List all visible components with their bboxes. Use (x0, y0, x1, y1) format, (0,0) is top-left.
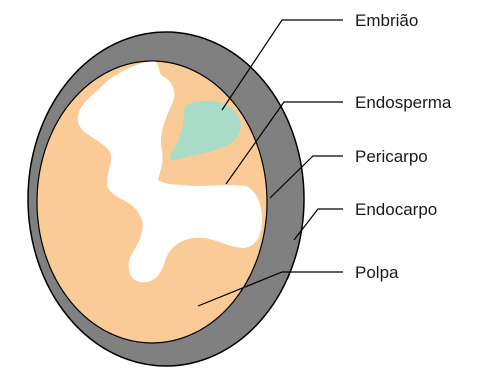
label-endosperma: Endosperma (355, 93, 452, 112)
label-endocarpo: Endocarpo (355, 200, 437, 219)
label-polpa: Polpa (355, 263, 399, 282)
label-embriao: Embrião (355, 11, 418, 30)
label-pericarpo: Pericarpo (355, 147, 428, 166)
